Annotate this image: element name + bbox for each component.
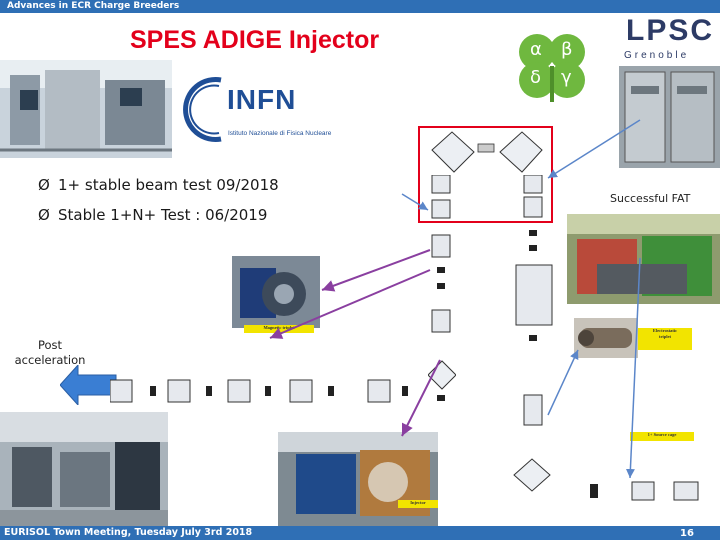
test-bench-image [567,214,720,304]
clover-letter-delta: δ [530,70,541,85]
injector-photo [278,432,438,526]
clover-letter-alpha: α [530,42,542,57]
bullet-text: Stable 1+N+ Test : 06/2019 [58,206,267,224]
slide-title: SPES ADIGE Injector [130,26,379,55]
clover-logo [512,30,592,102]
test-bench-photo [567,214,720,304]
source-cage-components [586,478,706,504]
lpsc-logo: LPSC Grenoble [618,14,718,66]
lab-photo-top [0,60,172,158]
electrostatic-triplet-tag: Electrostatic triplet [638,328,692,350]
successful-fat-label: Successful FAT [610,191,690,206]
magnetic-triplet-photo [232,256,320,328]
experimental-hall-image [0,412,168,526]
right-vertical-beamline [510,175,558,505]
bullet-arrow-icon: Ø [38,206,58,224]
magnetic-triplet-tag: Magnetic triplet [244,325,314,333]
footer-event: EURISOL Town Meeting, Tuesday July 3rd 2… [4,527,252,538]
lpsc-logo-subtitle: Grenoble [624,50,689,61]
beamline-row-drawing [110,376,430,406]
injector-tag: Injector [398,500,438,508]
bullet-text: 1+ stable beam test 09/2018 [58,176,279,194]
presentation-title: Advances in ECR Charge Breeders [7,1,179,11]
injector-image [278,432,438,526]
infn-logo-subtitle: Istituto Nazionale di Fisica Nucleare [228,130,331,137]
lpsc-logo-text: LPSC [626,14,714,48]
lab-photo-top-image [0,60,172,158]
clover-logo-mark [512,30,592,102]
electrostatic-triplet-photo [574,318,638,358]
page-number: 16 [680,528,694,539]
post-acceleration-label: Post acceleration [8,338,92,368]
experimental-hall-photo [0,412,168,526]
post-acceleration-line1: Post [8,338,92,353]
infn-logo-text: INFN [227,84,296,116]
source-cabinet-photo [619,66,720,168]
clover-letter-beta: β [561,42,573,57]
magnetic-triplet-image [232,256,320,328]
source-cage-tag: 1+ Source cage [630,432,694,441]
electrostatic-triplet-tag-line2: triplet [638,334,692,340]
right-vertical-beamline-drawing [510,175,558,505]
header-bar: Advances in ECR Charge Breeders [0,0,720,13]
bullet-arrow-icon: Ø [38,176,58,194]
beamline-row [110,376,430,406]
source-cage-components-drawing [586,478,706,504]
source-cabinet-image [619,66,720,168]
electrostatic-triplet-image [574,318,638,358]
clover-letter-gamma: γ [561,70,572,85]
